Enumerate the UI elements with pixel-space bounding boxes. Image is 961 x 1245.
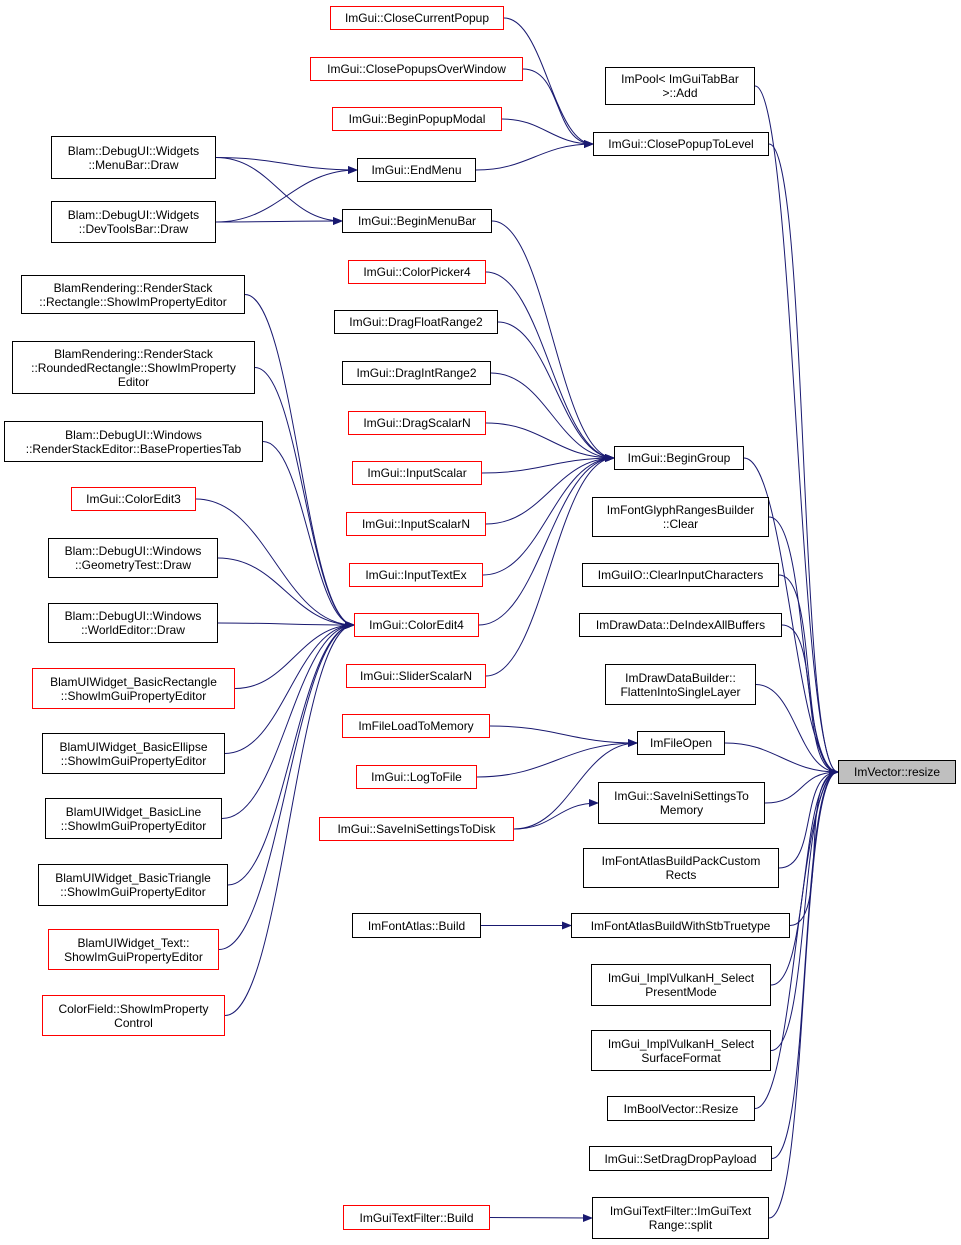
node-imgui-coloredit4[interactable]: ImGui::ColorEdit4 xyxy=(354,613,479,637)
edge-close_current_popup-to-close_popup_to_level xyxy=(503,17,594,148)
node-imgui-beginpopupmodal[interactable]: ImGui::BeginPopupModal xyxy=(332,107,502,131)
edge-build_pack_custom_rects-to-imvector_resize xyxy=(778,768,839,869)
node-imfontatlas-build[interactable]: ImFontAtlas::Build xyxy=(352,913,481,938)
node-imfontatlasbuildpackcustomrects[interactable]: ImFontAtlasBuildPackCustom Rects xyxy=(583,848,779,888)
node-renderstack-roundedrectangle-editor[interactable]: BlamRendering::RenderStack ::RoundedRect… xyxy=(12,341,255,394)
edge-basic_line-to-color_edit4 xyxy=(221,621,355,819)
edge-im_file_open-to-imvector_resize xyxy=(724,742,839,776)
edge-rs_rounded_rectangle-to-color_edit4 xyxy=(254,367,355,629)
node-imguiio-clearinputcharacters[interactable]: ImGuiIO::ClearInputCharacters xyxy=(582,563,779,587)
edge-begin_menu_bar-to-begin_group xyxy=(491,220,615,462)
edge-end_menu-to-close_popup_to_level xyxy=(475,140,594,171)
node-basicline-editor[interactable]: BlamUIWidget_BasicLine ::ShowImGuiProper… xyxy=(45,798,222,839)
edge-file_load_to_memory-to-im_file_open xyxy=(489,725,638,747)
node-implvulkanh-selectpresentmode[interactable]: ImGui_ImplVulkanH_Select PresentMode xyxy=(591,964,771,1006)
node-basictriangle-editor[interactable]: BlamUIWidget_BasicTriangle ::ShowImGuiPr… xyxy=(38,864,228,906)
edge-save_ini_settings_to_disk-to-save_ini_settings_to_memory xyxy=(513,799,599,830)
node-imfontatlasbuildwithstbtruetype[interactable]: ImFontAtlasBuildWithStbTruetype xyxy=(571,913,790,938)
node-worldeditor-draw[interactable]: Blam::DebugUI::Windows ::WorldEditor::Dr… xyxy=(48,603,218,643)
node-imgui-closecurrentpopup[interactable]: ImGui::CloseCurrentPopup xyxy=(330,6,504,30)
node-imgui-dragfloatrange2[interactable]: ImGui::DragFloatRange2 xyxy=(334,310,498,334)
node-imdrawdatabuilder-flattenintosinglelayer[interactable]: ImDrawDataBuilder:: FlattenIntoSingleLay… xyxy=(605,664,756,705)
edge-geometry_test_draw-to-color_edit4 xyxy=(217,557,355,629)
node-geometrytest-draw[interactable]: Blam::DebugUI::Windows ::GeometryTest::D… xyxy=(48,538,218,578)
node-basicrectangle-editor[interactable]: BlamUIWidget_BasicRectangle ::ShowImGuiP… xyxy=(32,668,235,709)
node-imgui-saveinisettingstomemory[interactable]: ImGui::SaveIniSettingsTo Memory xyxy=(598,782,765,824)
edge-select_surface_format-to-imvector_resize xyxy=(770,768,839,1051)
edge-base_properties_tab-to-color_edit4 xyxy=(262,441,355,629)
node-imfontglyphrangesbuilder-clear[interactable]: ImFontGlyphRangesBuilder ::Clear xyxy=(592,497,769,537)
edge-color_edit3-to-color_edit4 xyxy=(195,498,355,629)
node-imgui-inputscalarn[interactable]: ImGui::InputScalarN xyxy=(346,512,486,536)
edge-input_text_ex-to-begin_group xyxy=(482,454,615,576)
edge-save_ini_settings_to_memory-to-imvector_resize xyxy=(764,768,839,804)
node-imvector-resize-root[interactable]: ImVector::resize xyxy=(838,760,956,784)
edge-world_editor_draw-to-color_edit4 xyxy=(217,620,355,629)
edge-close_popup_to_level-to-imvector_resize xyxy=(768,143,839,776)
edge-color_edit4-to-begin_group xyxy=(478,454,615,626)
node-imgui-inputtextex[interactable]: ImGui::InputTextEx xyxy=(349,563,483,587)
node-imgui-begingroup[interactable]: ImGui::BeginGroup xyxy=(614,446,744,470)
edge-close_popups_over_window-to-close_popup_to_level xyxy=(522,68,594,148)
node-imgui-beginmenubar[interactable]: ImGui::BeginMenuBar xyxy=(342,209,492,233)
node-imgui-logtofile[interactable]: ImGui::LogToFile xyxy=(356,765,477,789)
edge-input_scalar_n-to-begin_group xyxy=(485,454,615,525)
edge-drag_float_range2-to-begin_group xyxy=(497,321,615,462)
edge-menubar_draw-to-end_menu xyxy=(215,157,358,174)
edge-begin_popup_modal-to-close_popup_to_level xyxy=(501,118,594,148)
node-imfileloadtomemory[interactable]: ImFileLoadToMemory xyxy=(342,714,490,738)
edge-widget_text-to-color_edit4 xyxy=(218,621,355,950)
edge-impool_add-to-imvector_resize xyxy=(754,85,839,776)
edge-bool_vector_resize-to-imvector_resize xyxy=(754,768,839,1109)
edge-drag_int_range2-to-begin_group xyxy=(490,372,615,462)
node-implvulkanh-selectsurfaceformat[interactable]: ImGui_ImplVulkanH_Select SurfaceFormat xyxy=(591,1030,771,1071)
edge-color_picker4-to-begin_group xyxy=(485,271,615,462)
node-imgui-coloredit3[interactable]: ImGui::ColorEdit3 xyxy=(71,487,196,511)
edge-basic_ellipse-to-color_edit4 xyxy=(224,621,355,754)
edge-save_ini_settings_to_disk-to-im_file_open xyxy=(513,739,638,830)
edge-clear_input_characters-to-imvector_resize xyxy=(778,574,839,776)
node-menubar-draw[interactable]: Blam::DebugUI::Widgets ::MenuBar::Draw xyxy=(51,136,216,179)
node-imguitextrange-split[interactable]: ImGuiTextFilter::ImGuiText Range::split xyxy=(592,1197,769,1239)
node-colorfield-showimpropertycontrol[interactable]: ColorField::ShowImProperty Control xyxy=(42,995,225,1036)
edge-basic_rectangle-to-color_edit4 xyxy=(234,621,355,689)
edge-drag_scalar_n-to-begin_group xyxy=(485,422,615,462)
node-imboolvector-resize[interactable]: ImBoolVector::Resize xyxy=(607,1096,755,1121)
edge-flatten_into_single_layer-to-imvector_resize xyxy=(755,684,839,776)
edge-text_filter_build-to-text_range_split xyxy=(489,1213,593,1222)
node-imgui-endmenu[interactable]: ImGui::EndMenu xyxy=(357,158,476,182)
node-widgettext-editor[interactable]: BlamUIWidget_Text:: ShowImGuiPropertyEdi… xyxy=(48,929,219,970)
edge-devtoolsbar_draw-to-begin_menu_bar xyxy=(215,217,343,226)
node-imguitextfilter-build[interactable]: ImGuiTextFilter::Build xyxy=(343,1205,490,1230)
node-imgui-sliderscalarn[interactable]: ImGui::SliderScalarN xyxy=(346,664,486,688)
edge-color_field-to-color_edit4 xyxy=(224,621,355,1016)
node-basicellipse-editor[interactable]: BlamUIWidget_BasicEllipse ::ShowImGuiPro… xyxy=(42,733,225,774)
edge-basic_triangle-to-color_edit4 xyxy=(227,621,355,886)
edge-menubar_draw-to-begin_menu_bar xyxy=(215,157,343,225)
edge-deindex_all_buffers-to-imvector_resize xyxy=(781,624,839,776)
node-renderstackeditor-basepropertiestab[interactable]: Blam::DebugUI::Windows ::RenderStackEdit… xyxy=(4,421,263,462)
node-imdrawdata-deindexallbuffers[interactable]: ImDrawData::DeIndexAllBuffers xyxy=(579,613,782,637)
node-imfileopen[interactable]: ImFileOpen xyxy=(637,731,725,755)
node-imgui-closepopuptolevel[interactable]: ImGui::ClosePopupToLevel xyxy=(593,132,769,156)
edge-slider_scalar_n-to-begin_group xyxy=(485,454,615,677)
node-imgui-inputscalar[interactable]: ImGui::InputScalar xyxy=(352,461,482,485)
node-devtoolsbar-draw[interactable]: Blam::DebugUI::Widgets ::DevToolsBar::Dr… xyxy=(51,201,216,243)
node-imgui-closepopupsoverwindow[interactable]: ImGui::ClosePopupsOverWindow xyxy=(310,57,523,81)
node-imgui-dragintrange2[interactable]: ImGui::DragIntRange2 xyxy=(342,361,491,385)
node-imgui-saveinisettingstodisk[interactable]: ImGui::SaveIniSettingsToDisk xyxy=(319,817,514,841)
node-imgui-colorpicker4[interactable]: ImGui::ColorPicker4 xyxy=(348,260,486,284)
edge-log_to_file-to-im_file_open xyxy=(476,739,638,778)
node-imgui-dragscalarn[interactable]: ImGui::DragScalarN xyxy=(348,411,486,435)
node-renderstack-rectangle-editor[interactable]: BlamRendering::RenderStack ::Rectangle::… xyxy=(21,275,245,314)
node-imgui-setdragdroppayload[interactable]: ImGui::SetDragDropPayload xyxy=(589,1146,772,1171)
edge-glyph_ranges_clear-to-imvector_resize xyxy=(768,516,839,776)
node-impool-add[interactable]: ImPool< ImGuiTabBar >::Add xyxy=(605,67,755,105)
edge-text_range_split-to-imvector_resize xyxy=(768,768,839,1219)
edge-input_scalar-to-begin_group xyxy=(481,454,615,474)
